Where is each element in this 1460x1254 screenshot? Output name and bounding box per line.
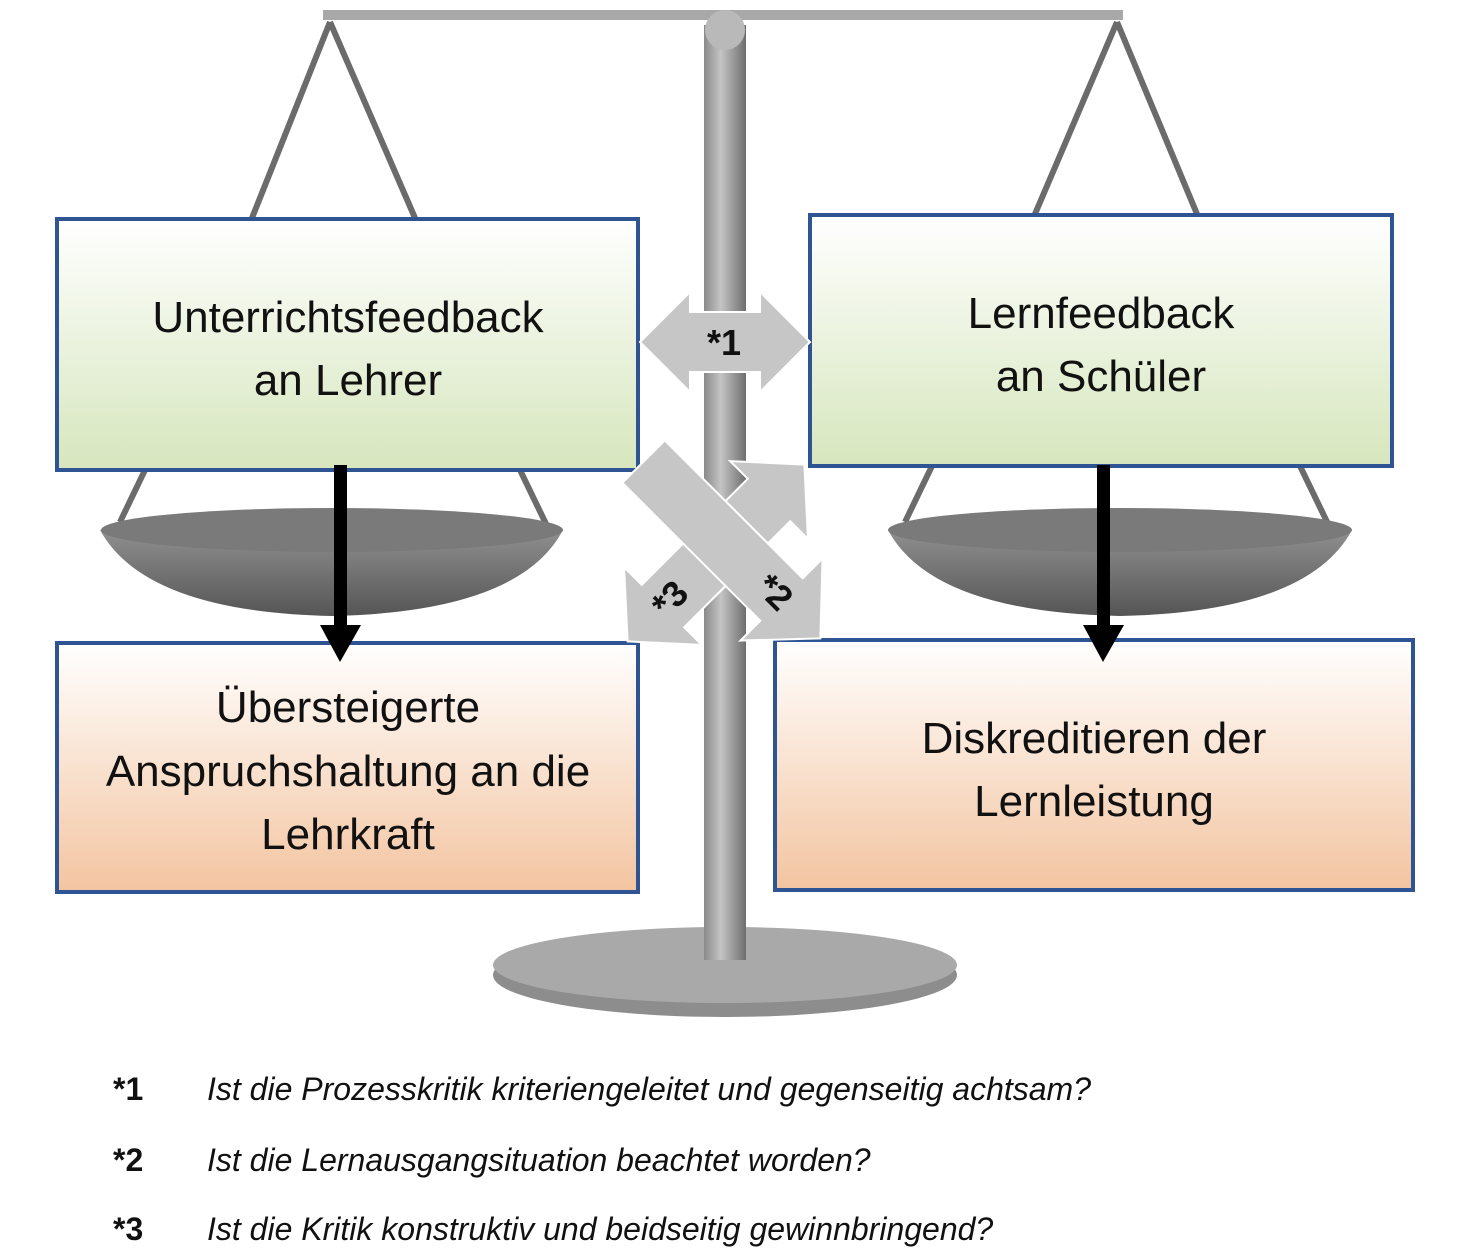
box-discrediting: Diskreditieren der Lernleistung: [773, 638, 1415, 892]
scale-strings: [117, 20, 1333, 530]
arrow-down-left: [320, 465, 361, 662]
footnote-text: Ist die Prozesskritik kriteriengeleitet …: [207, 1071, 1091, 1107]
box-student-feedback: Lernfeedback an Schüler: [808, 213, 1394, 468]
box-text: Lernleistung: [974, 777, 1214, 826]
left-pan-rim: [101, 508, 563, 552]
box-excessive-demands: Übersteigerte Anspruchshaltung an die Le…: [55, 641, 640, 894]
footnotes: *1 Ist die Prozesskritik kriteriengeleit…: [113, 1071, 1091, 1247]
arrow-label-1: *1: [707, 322, 741, 363]
box-text: Diskreditieren der: [922, 714, 1267, 763]
double-arrow-1: *1: [638, 289, 812, 395]
box-text: Unterrichtsfeedback: [152, 293, 544, 342]
footnote-text: Ist die Kritik konstruktiv und beidseiti…: [207, 1211, 993, 1247]
box-text: Anspruchshaltung an die: [106, 747, 590, 796]
box-text: Lernfeedback: [968, 289, 1236, 338]
right-pan-rim: [888, 508, 1352, 552]
box-text: an Lehrer: [254, 356, 442, 405]
scale-base-top: [493, 927, 957, 1003]
footnote-label: *1: [113, 1071, 143, 1107]
footnote-text: Ist die Lernausgangsituation beachtet wo…: [207, 1142, 871, 1178]
footnote-label: *3: [113, 1211, 143, 1247]
box-teacher-feedback: Unterrichtsfeedback an Lehrer: [55, 217, 640, 472]
box-text: Lehrkraft: [261, 810, 435, 859]
arrow-2: *2: [620, 438, 824, 642]
scale-knob: [705, 10, 745, 50]
box-text: an Schüler: [996, 352, 1206, 401]
box-text: Übersteigerte: [216, 683, 480, 732]
footnote-label: *2: [113, 1142, 143, 1178]
scale-graphic: [100, 10, 1352, 1017]
arrow-down-right: [1083, 465, 1124, 662]
